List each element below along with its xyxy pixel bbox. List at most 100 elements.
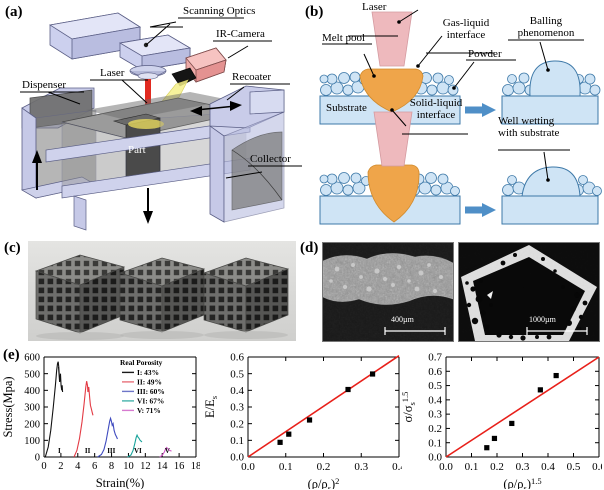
melt-pool-shape	[359, 68, 424, 113]
ytick-label: 0.0	[428, 452, 442, 464]
label-melt-pool: Melt pool	[322, 32, 366, 44]
data-point	[277, 439, 283, 445]
label-ir-camera: IR-Camera	[216, 28, 265, 40]
x-axis-title: (ρ/ρs)1.5	[503, 476, 541, 489]
panel-c-label: (c)	[4, 240, 21, 256]
ytick-label: 300	[24, 403, 40, 414]
legend-item-II: II: 49%	[137, 378, 162, 387]
process-arrow-top	[465, 103, 496, 117]
ytick-label: 0.4	[230, 385, 244, 397]
label-solid-liquid-interface: Solid-liquid interface	[402, 97, 470, 121]
ytick-label: 0.3	[230, 402, 244, 414]
panel-c: (c)	[0, 240, 298, 345]
curve-label-V: V	[165, 447, 170, 455]
ytick-label: 600	[24, 353, 40, 364]
ytick-label: 0.6	[428, 366, 442, 378]
scalebar-left-label: 400µm	[391, 315, 414, 324]
curve-label-I: I	[58, 447, 61, 455]
sem-image-right: 1000µm	[458, 242, 600, 342]
fit-line	[445, 356, 600, 458]
fit-line	[247, 355, 400, 458]
data-point	[345, 386, 351, 393]
label-well-wetting: Well wetting with substrate	[498, 115, 578, 139]
balling-line1: Balling	[529, 15, 563, 27]
ytick-label: 0.4	[428, 394, 442, 406]
well-wetting-line2: with substrate	[498, 126, 560, 139]
wetting-droplet	[521, 166, 581, 197]
legend-title: Real Porosity	[120, 358, 163, 367]
xtick-label: 18	[191, 461, 200, 472]
solid-liquid-line2: interface	[416, 108, 456, 121]
xtick-label: 2	[58, 461, 63, 472]
xtick-label: 4	[75, 461, 81, 472]
ytick-label: 0.2	[428, 423, 442, 435]
label-laser: Laser	[100, 67, 125, 79]
data-point	[369, 371, 376, 377]
label-dispenser: Dispenser	[22, 79, 66, 91]
curve-label-VI: VI	[134, 447, 142, 455]
laser-source-box	[48, 12, 142, 60]
xtick-label: 16	[174, 461, 185, 472]
gas-liquid-line2: interface	[446, 28, 486, 41]
label-scanning-optics: Scanning Optics	[183, 5, 256, 17]
solid-liquid-line1: Solid-liquid	[409, 97, 463, 109]
x-axis-title: Strain(%)	[96, 476, 145, 489]
data-point	[553, 372, 559, 379]
panel-a-label: (a)	[5, 4, 23, 20]
ytick-label: 0.2	[230, 418, 244, 430]
xtick-label: 0.4	[541, 461, 555, 473]
data-point	[509, 420, 515, 427]
xtick-label: 0.5	[567, 461, 581, 473]
legend-item-III: III: 60%	[137, 387, 165, 396]
xtick-label: 8	[109, 461, 114, 472]
panel-d-label: (d)	[300, 240, 319, 256]
xtick-label: 10	[123, 461, 134, 472]
panel-b-label: (b)	[305, 4, 324, 20]
label-laser-b: Laser	[362, 1, 387, 13]
y-axis-title: Stress(Mpa)	[1, 376, 15, 437]
leader-scanning-optics	[149, 21, 183, 28]
panel-b: (b)	[302, 0, 604, 240]
data-point	[491, 435, 498, 442]
ytick-label: 100	[24, 436, 40, 447]
scalebar-right	[526, 327, 588, 335]
xtick-label: 0.0	[241, 461, 255, 473]
melt-pool-balling-diagram	[319, 9, 602, 225]
ytick-label: 0.6	[230, 352, 244, 364]
xtick-label: 0	[41, 461, 46, 472]
powder-bed-machine	[21, 85, 285, 231]
stress-strain-curve-II	[73, 381, 94, 458]
ytick-label: 500	[24, 369, 40, 380]
label-gas-liquid-interface: Gas-liquid interface	[426, 17, 506, 41]
bottom-right-wetting	[501, 166, 602, 225]
data-point	[306, 417, 313, 423]
xtick-label: 0.1	[279, 461, 293, 473]
data-point	[484, 445, 490, 451]
x-axis-title: (ρ/ρs)2	[308, 476, 340, 489]
legend-item-I: I: 43%	[137, 368, 159, 377]
laser-cone	[371, 11, 413, 67]
data-point	[286, 431, 292, 437]
legend-item-V: V: 71%	[137, 406, 161, 415]
data-point	[537, 387, 543, 393]
slm-machine-diagram	[20, 12, 302, 231]
xtick-label: 6	[92, 461, 97, 472]
xtick-label: 0.0	[439, 461, 453, 473]
label-collector: Collector	[250, 153, 291, 165]
panel-a: (a)	[0, 0, 302, 240]
xtick-label: 0.3	[354, 461, 368, 473]
label-powder: Powder	[468, 48, 502, 60]
process-arrow-bottom	[465, 203, 496, 217]
sem-image-left: 400µm	[322, 242, 454, 342]
ytick-label: 0	[35, 453, 40, 464]
panel-d: (d)	[298, 240, 604, 345]
xtick-label: 12	[140, 461, 151, 472]
ytick-label: 200	[24, 419, 40, 430]
xtick-label: 0.3	[516, 461, 530, 473]
balling-line2: phenomenon	[517, 26, 575, 39]
ytick-label: 0.5	[230, 368, 244, 380]
gas-liquid-line1: Gas-liquid	[442, 17, 490, 29]
xtick-label: 0.6	[592, 461, 602, 473]
